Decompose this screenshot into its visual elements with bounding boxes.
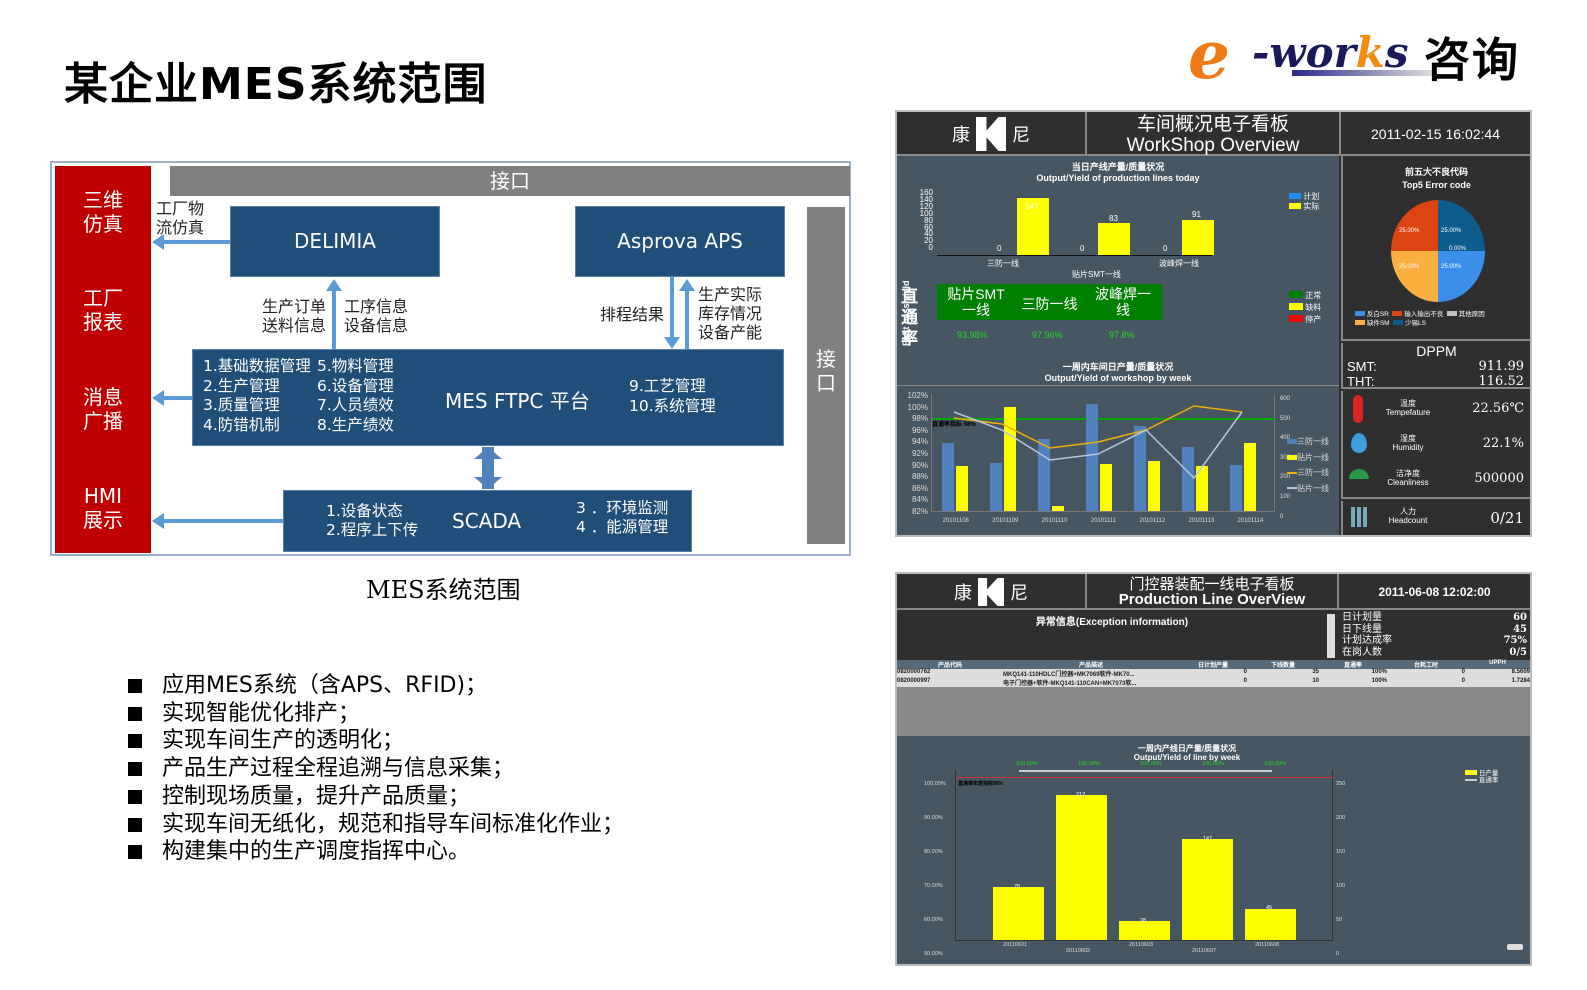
dppm-panel: DPPM SMT: 911.99 THT: 116.52 [1341,343,1530,389]
slide-title: 某企业MES系统范围 [64,59,488,110]
list-item: 控制现场质量，提升产品质量； [128,783,624,811]
label-actual-info: 生产实际 库存情况 设备产能 [698,285,763,342]
arrow-up-icon [679,279,695,349]
list-item: 构建集中的生产调度指挥中心。 [128,838,624,866]
list-item: 实现车间无纸化，规范和指导车间标准化作业； [128,811,624,839]
diagram-caption: MES系统范围 [366,576,521,604]
label-hmi-display: HMI 展示 [83,484,123,532]
arrow-left-icon [152,234,230,250]
delimia-box: DELIMIA [230,206,440,277]
eworks-logo: e -works 咨询 [1188,16,1520,94]
thermometer-icon [1353,395,1363,423]
mes-ftpc-box: 1.基础数据管理 2.生产管理 3.质量管理 4.防错机制 5.物料管理 6.设… [192,349,784,446]
water-drop-icon [1351,433,1367,453]
right-interface-bar: 接 口 [807,207,845,544]
production-line-dashboard: 康尼 门控器装配一线电子看板 Production Line OverView … [895,572,1532,966]
workshop-dashboard: 康尼 车间概况电子看板 WorkShop Overview 2011-02-15… [895,110,1532,537]
brand-logo: 康尼 [897,112,1087,156]
fpy-label: 直 通 率 [901,287,918,348]
yield-lines [953,405,1243,480]
label-factory-logistics: 工厂物 流仿真 [156,199,205,237]
brand-logo: 康尼 [897,574,1087,610]
label-message-broadcast: 消息 广播 [83,385,123,433]
fpy-legend: 正常 缺料 停产 [1289,290,1321,326]
umbrella-icon [1349,469,1369,479]
people-icon [1351,507,1369,527]
label-3d-simulation: 三维 仿真 [83,188,123,236]
line-chart-legend: 日产量 直通率 [1465,770,1498,784]
scada-title: SCADA [452,509,522,533]
arrow-down-icon [664,277,680,349]
label-schedule-result: 排程结果 [600,305,665,324]
exception-scrollbar[interactable] [1327,614,1335,658]
brand-k-icon [978,578,1004,606]
table-cell: 0820000762 [897,669,1003,678]
scada-box: 1.设备状态 2.程序上下传 SCADA 3 ．环境监测 4 ．能源管理 [283,490,692,552]
datetime: 2011-02-15 16:02:44 [1371,126,1500,142]
list-item: 产品生产过程全程追溯与信息采集； [128,755,624,783]
bidirectional-arrow-icon [474,447,502,489]
chart-legend: 计划 实际 [1289,192,1319,212]
list-item: 应用MES系统（含APS、RFID)； [128,672,624,700]
pie-legend: 反白SR 输入输出不良 其他原因 缺件SM 少锡LS [1355,310,1485,328]
label-factory-report: 工厂 报表 [83,286,123,334]
arrow-left-icon [152,390,192,406]
arrow-up-icon [326,279,342,349]
dashboard-title: 门控器装配一线电子看板 Production Line OverView [1087,574,1339,610]
list-item: 实现智能优化排产； [128,700,624,728]
label-order-info: 生产订单 送料信息 [262,297,327,335]
feature-list: 应用MES系统（含APS、RFID)； 实现智能优化排产； 实现车间生产的透明化… [128,672,624,866]
line-weekly-chart: 100.00%90.00%80.00%70.00%60.00%50.00% 25… [924,761,1346,957]
label-process-info: 工序信息 设备信息 [344,297,409,335]
aps-box: Asprova APS [575,206,785,277]
list-item: 实现车间生产的透明化； [128,727,624,755]
dashboard-title: 车间概况电子看板 WorkShop Overview [1087,112,1341,156]
exception-panel: 异常信息(Exception information) [897,612,1335,660]
brand-k-icon [976,117,1006,151]
mes-title: MES FTPC 平台 [445,389,590,413]
weekly-legend: 三防一线 贴片一线 三防一线 贴片一线 [1287,434,1329,496]
mes-scope-diagram: 三维 仿真 工厂 报表 消息 广播 HMI 展示 接口 接 口 DELIMIA … [50,161,851,556]
product-table: 产品代码 产品描述 日计划产量 下线数量 直通率 台耗工时 UPPH 08200… [897,660,1530,736]
top-interface-bar: 接口 [170,166,850,196]
fpy-status-panel: 贴片SMT 一线 三防一线 波峰焊一 线 [937,284,1162,320]
datetime: 2011-06-08 12:02:00 [1378,585,1491,599]
scroll-handle[interactable] [1507,944,1523,950]
arrow-left-icon [152,513,283,529]
pie-chart: 25.00%25.00% 0.00% 25.00%25.00% [1391,200,1485,302]
external-systems-column: 三维 仿真 工厂 报表 消息 广播 HMI 展示 [55,166,151,553]
